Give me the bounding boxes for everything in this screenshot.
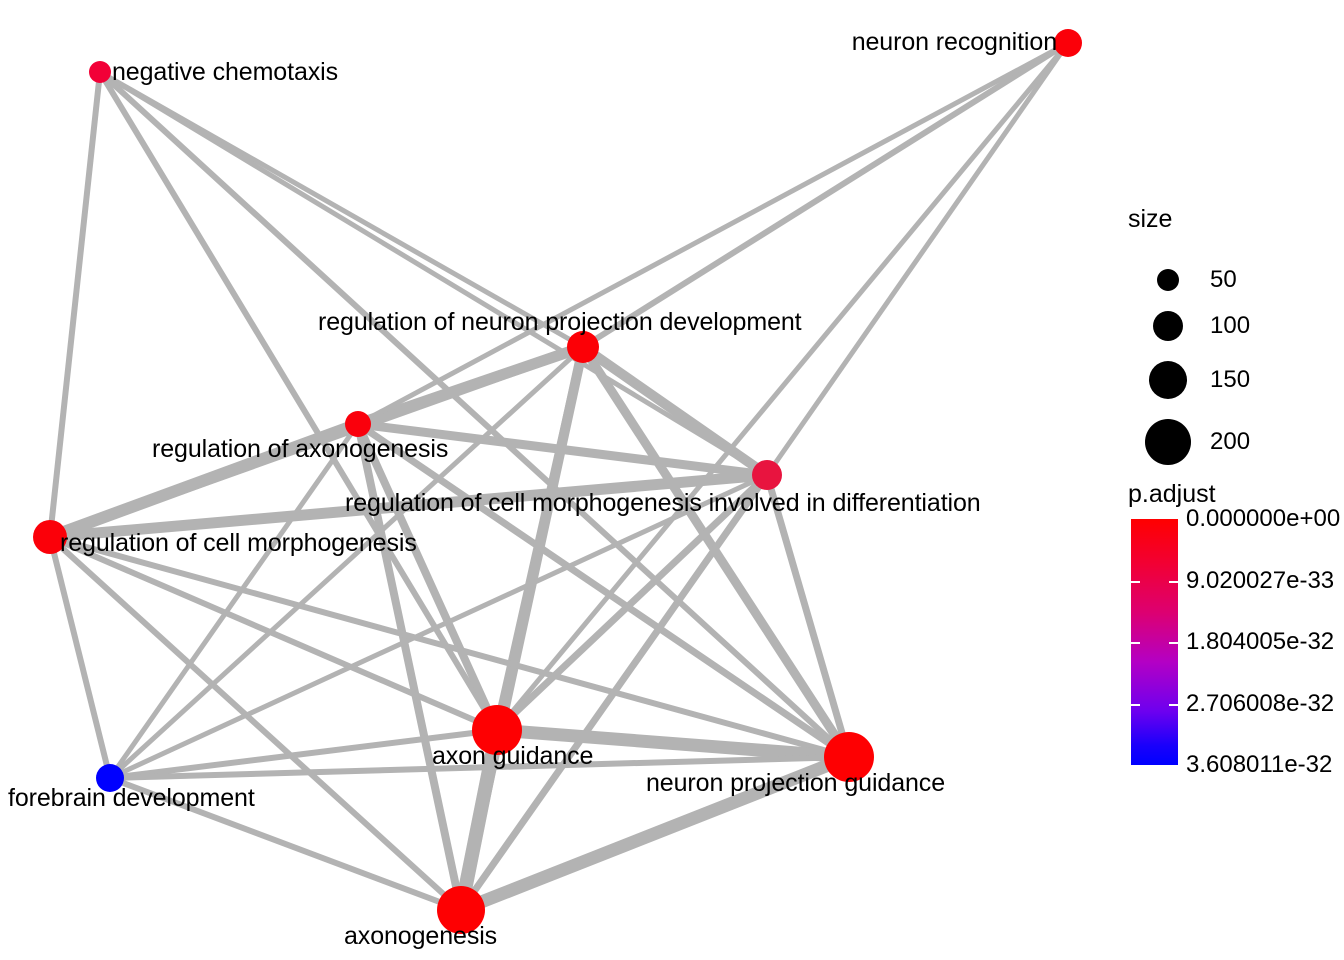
size-legend-value: 150 [1210,366,1251,393]
network-edge [580,342,770,480]
size-legend-value: 100 [1210,312,1251,339]
network-edge [581,40,1070,350]
size-legend-value: 200 [1210,428,1251,455]
network-edge [97,69,852,760]
node-label-axonogenesis: axonogenesis [344,922,498,950]
node-label-axon-guidance: axon guidance [432,742,594,770]
network-edge [108,775,463,913]
network-edge [356,40,1070,427]
p-adjust-tick-mark [1169,580,1178,583]
network-edge [764,41,1071,477]
network-edge [458,750,852,917]
network-edge [47,534,464,913]
size-legend-dot [1157,269,1179,291]
network-edge [49,469,768,543]
network-node-regulation-of-cell-morphogenesis[interactable] [33,520,67,554]
network-edge [496,723,850,764]
network-edge [109,727,498,781]
p-adjust-tick-mark [1169,703,1178,706]
network-edge [97,70,500,732]
edge-layer [47,40,1071,917]
p-adjust-tick-mark [1131,642,1140,644]
p-adjust-tick-label: 3.608011e-32 [1186,751,1333,778]
node-label-regulation-of-cell-morphogenesis-involved-in-differentiation: regulation of cell morphogenesis involve… [345,489,981,517]
network-edge [357,419,768,480]
p-adjust-tick-label: 0.000000e+00 [1186,505,1341,532]
network-edge [763,474,853,758]
p-adjust-tick-label: 2.706008e-32 [1186,689,1335,717]
node-label-neuron-recognition: neuron recognition [851,28,1057,56]
network-node-negative-chemotaxis[interactable] [89,61,111,83]
network-edge [109,754,850,781]
node-layer [33,29,1082,934]
network-edge [47,536,113,779]
node-label-regulation-of-cell-morphogenesis: regulation of cell morphogenesis [60,529,417,557]
p-adjust-legend-title: p.adjust [1128,480,1216,508]
network-edge [47,71,103,538]
node-label-regulation-of-axonogenesis: regulation of axonogenesis [152,435,449,463]
network-node-regulation-of-axonogenesis[interactable] [345,411,371,437]
network-edge [354,422,501,732]
network-edge [47,418,361,543]
p-adjust-tick-mark [1169,642,1178,644]
p-adjust-tick-label: 1.804005e-32 [1186,628,1335,655]
network-edge [108,345,585,780]
size-legend-dot [1145,419,1191,465]
network-edge [107,422,361,780]
network-edge [356,421,851,760]
network-node-neuron-recognition[interactable] [1054,29,1082,57]
network-node-forebrain-development[interactable] [96,764,124,792]
p-adjust-tick-mark [1131,580,1140,583]
p-adjust-tick-label: 9.020027e-33 [1186,566,1335,594]
network-edge [495,41,1070,732]
network-node-regulation-of-neuron-projection-development[interactable] [567,331,599,363]
size-legend-title: size [1128,205,1173,233]
network-node-axon-guidance[interactable] [472,705,522,755]
network-edge [98,69,769,478]
p-adjust-legend: p.adjust 0.000000e+00 9.020027e-33 1.80400… [1128,480,1344,780]
network-edge [458,472,770,913]
size-legend-value: 50 [1210,266,1237,293]
network-node-axonogenesis[interactable] [437,886,485,934]
network-edge [48,534,499,733]
size-legend-dot [1149,361,1187,399]
network-edge [49,534,850,760]
node-label-negative-chemotaxis: negative chemotaxis [112,58,339,86]
network-edge [108,472,769,781]
network-edge [454,728,504,912]
network-node-regulation-of-cell-morphogenesis-involved-in-differentiation[interactable] [752,460,782,490]
node-label-neuron-projection-guidance: neuron projection guidance [646,769,946,797]
size-legend-dot [1153,311,1183,341]
network-node-neuron-projection-guidance[interactable] [824,732,874,782]
size-legend: size 50 100 150 200 [1128,205,1344,465]
p-adjust-tick-mark [1131,703,1140,706]
node-label-forebrain-development: forebrain development [8,784,255,812]
node-label-regulation-of-neuron-projection-development: regulation of neuron projection developm… [318,308,802,336]
network-edge [494,472,770,733]
